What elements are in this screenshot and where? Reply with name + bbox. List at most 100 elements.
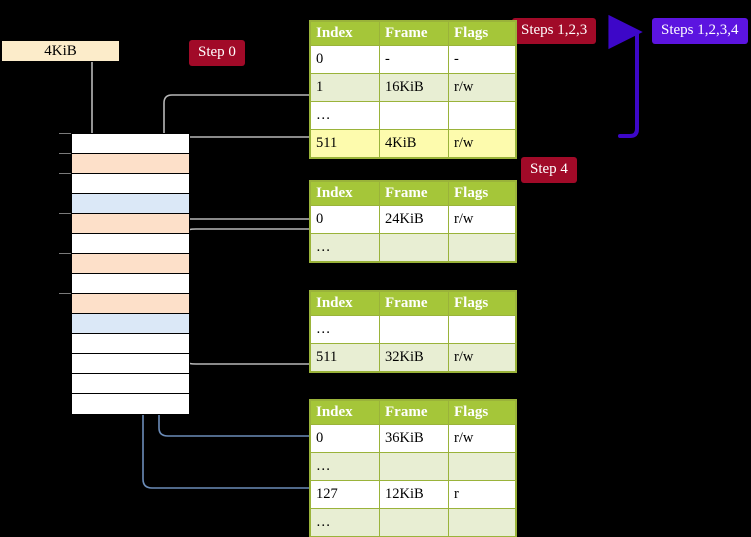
table-cell-index: 511 [310, 129, 380, 158]
column-header-index: Index [310, 21, 380, 46]
table-row: … [310, 233, 516, 262]
column-header-index: Index [310, 181, 380, 206]
table-cell-flags [448, 315, 516, 344]
memory-row [72, 254, 189, 274]
memory-row [72, 374, 189, 394]
table-cell-index: … [310, 452, 380, 481]
column-header-flags: Flags [448, 400, 516, 425]
table-cell-index: 0 [310, 205, 380, 234]
table-cell-frame: 32KiB [379, 343, 449, 372]
table-cell-flags: r/w [448, 73, 516, 102]
violet-bracket-arrow [608, 14, 643, 138]
table-cell-frame: 24KiB [379, 205, 449, 234]
column-header-frame: Frame [379, 400, 449, 425]
table-cell-index: 127 [310, 480, 380, 509]
column-header-index: Index [310, 291, 380, 316]
table-row: … [310, 508, 516, 537]
table-cell-flags: r/w [448, 129, 516, 158]
memory-row [72, 134, 189, 154]
badge-step-4-label: Step 4 [530, 161, 568, 177]
column-header-index: Index [310, 400, 380, 425]
column-header-frame: Frame [379, 291, 449, 316]
table-cell-flags [448, 101, 516, 130]
column-header-frame: Frame [379, 21, 449, 46]
table-cell-index: … [310, 101, 380, 130]
column-header-flags: Flags [448, 291, 516, 316]
table-cell-flags [448, 233, 516, 262]
memory-row [72, 314, 189, 334]
badge-steps-1234-label: Steps 1,2,3,4 [661, 22, 739, 38]
table-cell-index: 0 [310, 424, 380, 453]
table-cell-flags: r/w [448, 205, 516, 234]
memory-tick [59, 253, 71, 254]
memory-row [72, 354, 189, 374]
table-row: … [310, 101, 516, 130]
memory-row [72, 394, 189, 414]
column-header-flags: Flags [448, 181, 516, 206]
table-cell-index: … [310, 315, 380, 344]
table-cell-frame [379, 101, 449, 130]
memory-tick [59, 293, 71, 294]
badge-step-0-label: Step 0 [198, 44, 236, 60]
memory-block-4kib: 4KiB [1, 40, 120, 62]
table-row: 0-- [310, 45, 516, 74]
memory-tick [59, 133, 71, 134]
table-cell-flags [448, 452, 516, 481]
memory-row [72, 154, 189, 174]
blue-wire-group [132, 214, 310, 489]
table-cell-index: 511 [310, 343, 380, 372]
memory-tick [59, 213, 71, 214]
badge-steps-123-label: Steps 1,2,3 [521, 22, 588, 38]
badge-steps-1234: Steps 1,2,3,4 [652, 18, 748, 44]
table-cell-index: … [310, 508, 380, 537]
table-cell-frame [379, 452, 449, 481]
table-cell-index: … [310, 233, 380, 262]
table-cell-frame: 4KiB [379, 129, 449, 158]
table-cell-frame [379, 315, 449, 344]
table-cell-frame: 16KiB [379, 73, 449, 102]
table-cell-flags: r [448, 480, 516, 509]
memory-row [72, 234, 189, 254]
memory-block-label: 4KiB [44, 43, 77, 59]
table-cell-frame [379, 508, 449, 537]
memory-tick [59, 153, 71, 154]
badge-steps-123: Steps 1,2,3 [512, 18, 597, 44]
memory-row [72, 334, 189, 354]
table-row: … [310, 315, 516, 344]
badge-step-4: Step 4 [521, 157, 577, 183]
memory-row [72, 274, 189, 294]
column-header-flags: Flags [448, 21, 516, 46]
table-cell-frame: - [379, 45, 449, 74]
memory-row [72, 194, 189, 214]
memory-tick [59, 173, 71, 174]
column-header-frame: Frame [379, 181, 449, 206]
table-cell-flags: r/w [448, 424, 516, 453]
table-cell-flags: r/w [448, 343, 516, 372]
badge-step-0: Step 0 [189, 40, 245, 66]
memory-row [72, 174, 189, 194]
table-cell-frame: 12KiB [379, 480, 449, 509]
table-row: … [310, 452, 516, 481]
memory-row [72, 214, 189, 234]
table-cell-index: 0 [310, 45, 380, 74]
table-cell-frame: 36KiB [379, 424, 449, 453]
memory-row [72, 294, 189, 314]
table-cell-flags: - [448, 45, 516, 74]
physical-memory-column [71, 133, 190, 415]
table-cell-frame [379, 233, 449, 262]
